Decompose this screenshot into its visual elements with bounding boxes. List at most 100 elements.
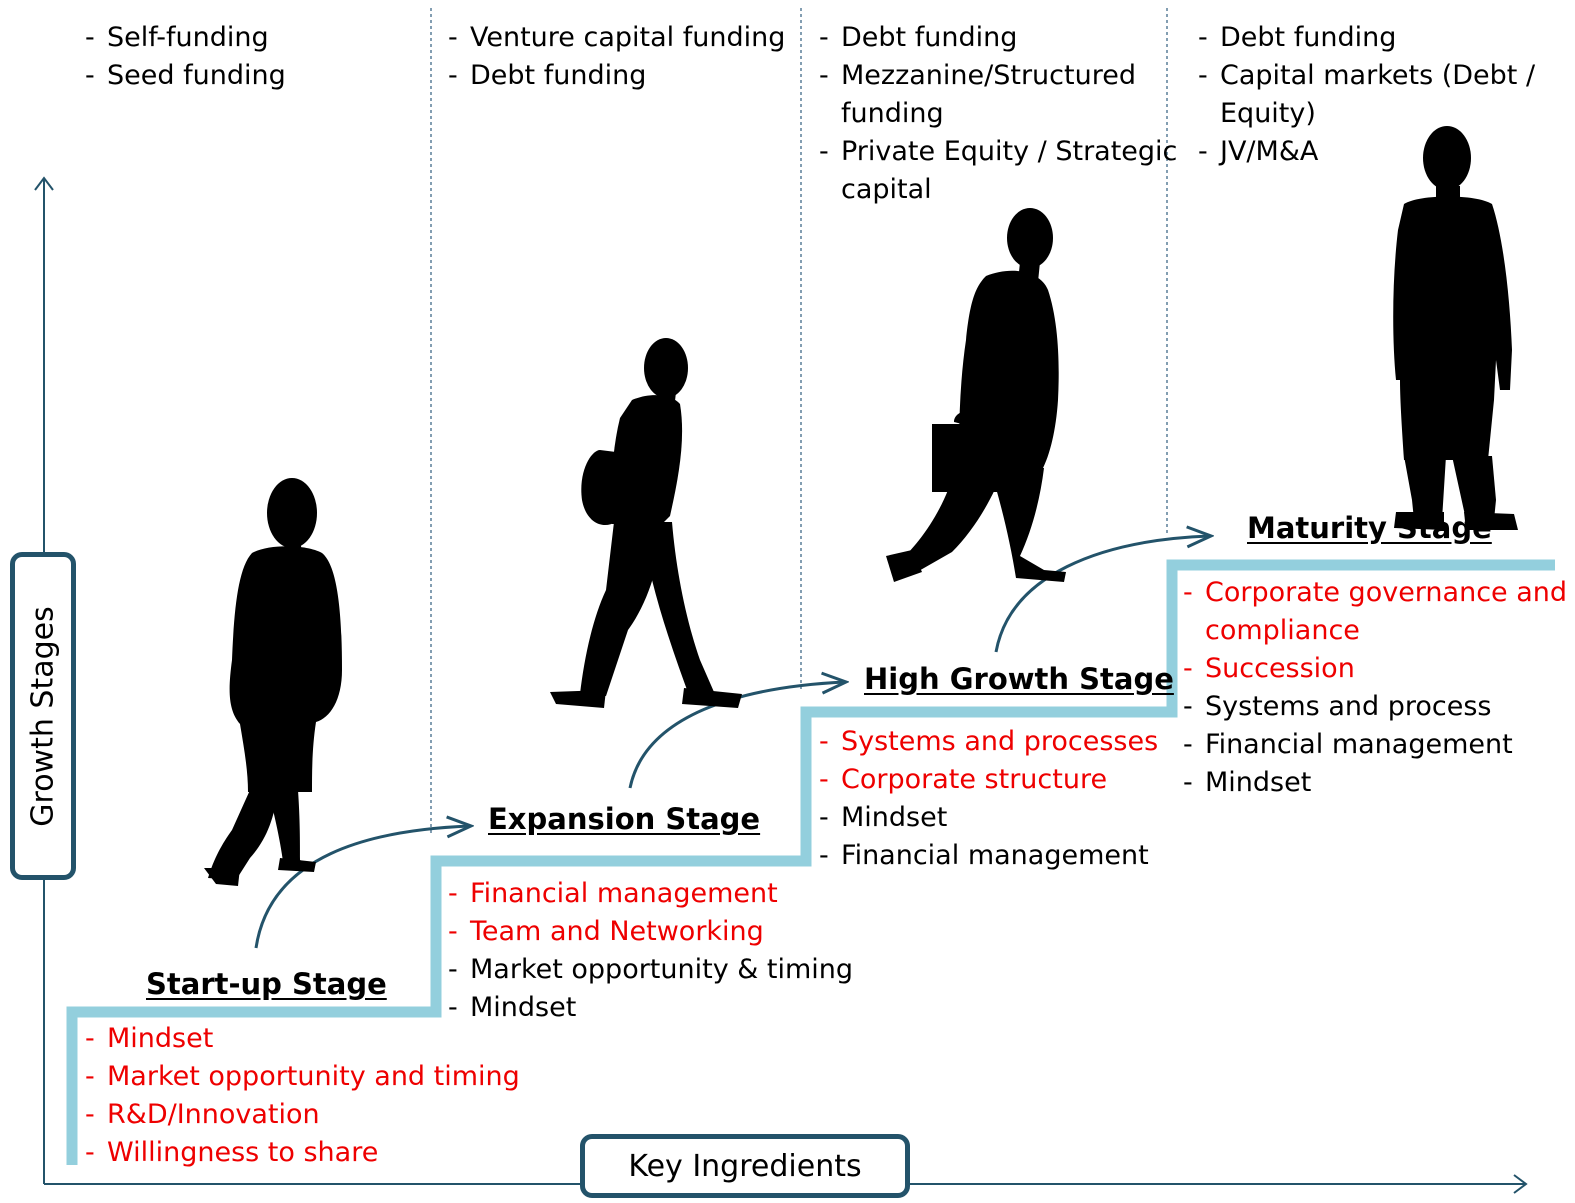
list-item-label: Systems and processes bbox=[841, 726, 1159, 757]
ingredients-list-expansion: -Financial management-Team and Networkin… bbox=[448, 875, 853, 1027]
funding-list-startup: -Self-funding-Seed funding bbox=[85, 19, 286, 95]
list-item: -Debt funding bbox=[1198, 19, 1535, 57]
ingredients-list-high-growth: -Systems and processes-Corporate structu… bbox=[819, 723, 1158, 875]
list-item-label: Debt funding bbox=[470, 60, 647, 91]
bullet-dash: - bbox=[819, 802, 829, 833]
list-item: -R&D/Innovation bbox=[85, 1096, 520, 1134]
list-item-label: Market opportunity and timing bbox=[107, 1061, 520, 1092]
list-item-text: -Venture capital funding bbox=[448, 19, 785, 57]
bullet-dash: - bbox=[1183, 653, 1193, 684]
list-item-text: -Debt funding bbox=[819, 19, 1177, 57]
funding-list-expansion: -Venture capital funding-Debt funding bbox=[448, 19, 785, 95]
bullet-dash: - bbox=[85, 22, 95, 53]
list-item: -Corporate structure bbox=[819, 761, 1158, 799]
stage-title-expansion: Expansion Stage bbox=[488, 802, 761, 836]
list-item-label: Mindset bbox=[1205, 767, 1312, 798]
list-item-label: Venture capital funding bbox=[470, 22, 786, 53]
stage-title-startup: Start-up Stage bbox=[146, 967, 387, 1001]
list-item-label: Financial management bbox=[470, 878, 778, 909]
bullet-dash: - bbox=[85, 1023, 95, 1054]
list-item-label: Capital markets (Debt / bbox=[1220, 60, 1536, 91]
list-item-text: -Succession bbox=[1183, 650, 1567, 688]
bullet-dash: - bbox=[1198, 60, 1208, 91]
bullet-dash: - bbox=[1183, 577, 1193, 608]
list-item: -Market opportunity & timing bbox=[448, 951, 853, 989]
list-item-label: Debt funding bbox=[1220, 22, 1397, 53]
list-item: -Market opportunity and timing bbox=[85, 1058, 520, 1096]
list-item: -Mindset bbox=[1183, 764, 1567, 802]
growth-staircase bbox=[66, 559, 1555, 1165]
list-item: -Mindset bbox=[819, 799, 1158, 837]
bullet-dash: - bbox=[448, 992, 458, 1023]
bullet-dash: - bbox=[819, 840, 829, 871]
list-item: -Mindset bbox=[448, 989, 853, 1027]
list-item-text: -Systems and process bbox=[1183, 688, 1567, 726]
list-item-label: Succession bbox=[1205, 653, 1355, 684]
list-item-text: -Seed funding bbox=[85, 57, 286, 95]
bullet-dash: - bbox=[85, 1099, 95, 1130]
bullet-dash: - bbox=[85, 60, 95, 91]
list-item-text: -Team and Networking bbox=[448, 913, 853, 951]
list-item-text: -Debt funding bbox=[1198, 19, 1535, 57]
list-item-label: Corporate structure bbox=[841, 764, 1108, 795]
list-item-label: Self-funding bbox=[107, 22, 269, 53]
x-axis-label: Key Ingredients bbox=[628, 1148, 862, 1184]
list-item-text: -Willingness to share bbox=[85, 1134, 520, 1172]
list-item-label: Systems and process bbox=[1205, 691, 1492, 722]
list-item-continuation: compliance bbox=[1205, 615, 1360, 646]
x-axis-label-box: Key Ingredients bbox=[580, 1134, 910, 1198]
bullet-dash: - bbox=[85, 1061, 95, 1092]
ingredients-list-startup: -Mindset-Market opportunity and timing-R… bbox=[85, 1020, 520, 1172]
list-item: -Systems and process bbox=[1183, 688, 1567, 726]
list-item-label: R&D/Innovation bbox=[107, 1099, 320, 1130]
list-item-text: -Self-funding bbox=[85, 19, 286, 57]
bullet-dash: - bbox=[448, 60, 458, 91]
list-item: -Debt funding bbox=[819, 19, 1177, 57]
list-item-label: Mezzanine/Structured bbox=[841, 60, 1136, 91]
list-item-text: -Corporate governance and bbox=[1183, 574, 1567, 612]
list-item-text: -Corporate structure bbox=[819, 761, 1158, 799]
list-item-label: Seed funding bbox=[107, 60, 286, 91]
bullet-dash: - bbox=[448, 22, 458, 53]
list-item-text: -Mindset bbox=[819, 799, 1158, 837]
list-item-label: Corporate governance and bbox=[1205, 577, 1568, 608]
list-item-text: -Private Equity / Strategic bbox=[819, 133, 1177, 171]
stage-title-high-growth: High Growth Stage bbox=[864, 662, 1174, 696]
list-item-label: Mindset bbox=[107, 1023, 214, 1054]
bullet-dash: - bbox=[448, 916, 458, 947]
list-item-continuation: funding bbox=[841, 98, 944, 129]
bullet-dash: - bbox=[1183, 729, 1193, 760]
bullet-dash: - bbox=[448, 878, 458, 909]
list-item-text: -Mindset bbox=[85, 1020, 520, 1058]
bullet-dash: - bbox=[819, 726, 829, 757]
list-item-text: -R&D/Innovation bbox=[85, 1096, 520, 1134]
funding-list-maturity: -Debt funding-Capital markets (Debt /Equ… bbox=[1198, 19, 1535, 171]
list-item-label: JV/M&A bbox=[1220, 136, 1319, 167]
list-item-text: -Mindset bbox=[1183, 764, 1567, 802]
walking-businessman-with-briefcase-icon bbox=[886, 208, 1066, 582]
list-item: -Willingness to share bbox=[85, 1134, 520, 1172]
list-item: -Self-funding bbox=[85, 19, 286, 57]
list-item-text: -Capital markets (Debt / bbox=[1198, 57, 1535, 95]
list-item-text: -JV/M&A bbox=[1198, 133, 1535, 171]
list-item: -Capital markets (Debt /Equity) bbox=[1198, 57, 1535, 133]
y-axis-label: Growth Stages bbox=[25, 605, 61, 827]
list-item-label: Debt funding bbox=[841, 22, 1018, 53]
list-item-label: Mindset bbox=[470, 992, 577, 1023]
bullet-dash: - bbox=[1183, 691, 1193, 722]
list-item: -Venture capital funding bbox=[448, 19, 785, 57]
bullet-dash: - bbox=[448, 954, 458, 985]
list-item-text: -Mindset bbox=[448, 989, 853, 1027]
list-item-label: Financial management bbox=[1205, 729, 1513, 760]
list-item-text: -Systems and processes bbox=[819, 723, 1158, 761]
list-item-continuation: capital bbox=[841, 174, 932, 205]
list-item-text: -Financial management bbox=[448, 875, 853, 913]
list-item: -Succession bbox=[1183, 650, 1567, 688]
walking-man-hands-in-pockets-icon bbox=[204, 478, 342, 886]
